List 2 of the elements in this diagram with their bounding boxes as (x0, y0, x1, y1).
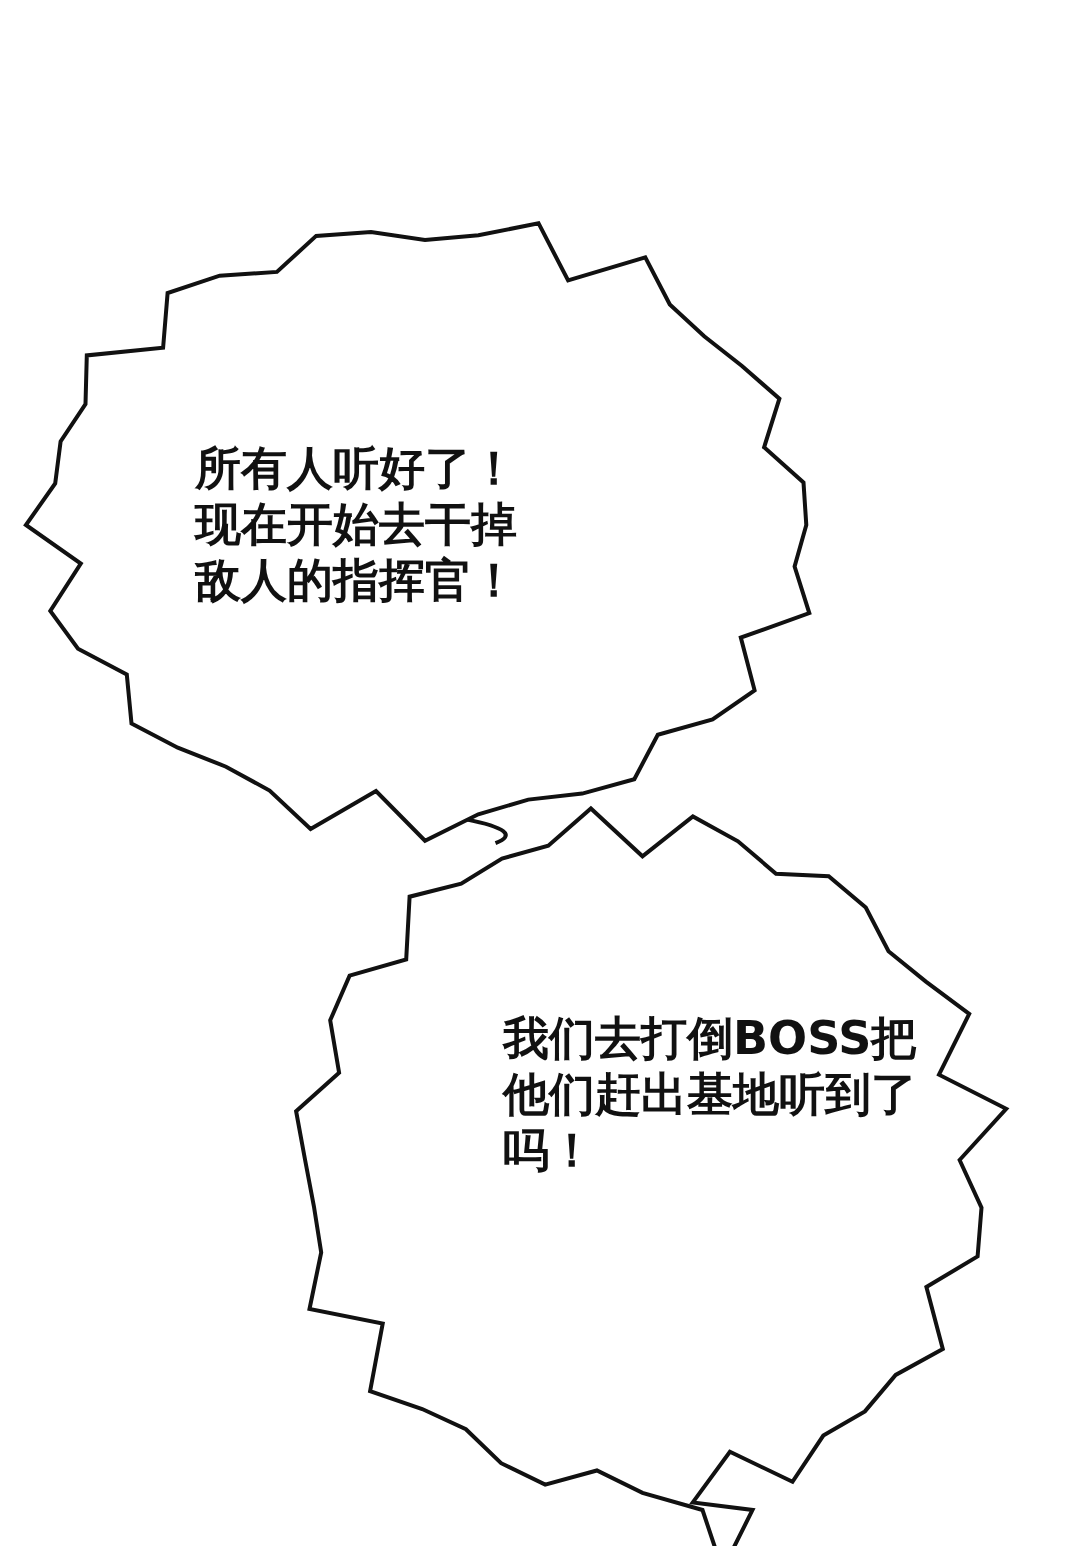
speech-text: 所有人听好了！现在开始去干掉敌人的指挥官！ (195, 440, 518, 608)
speech-text: 我们去打倒BOSS把他们赶出基地听到了吗！ (503, 1010, 919, 1178)
